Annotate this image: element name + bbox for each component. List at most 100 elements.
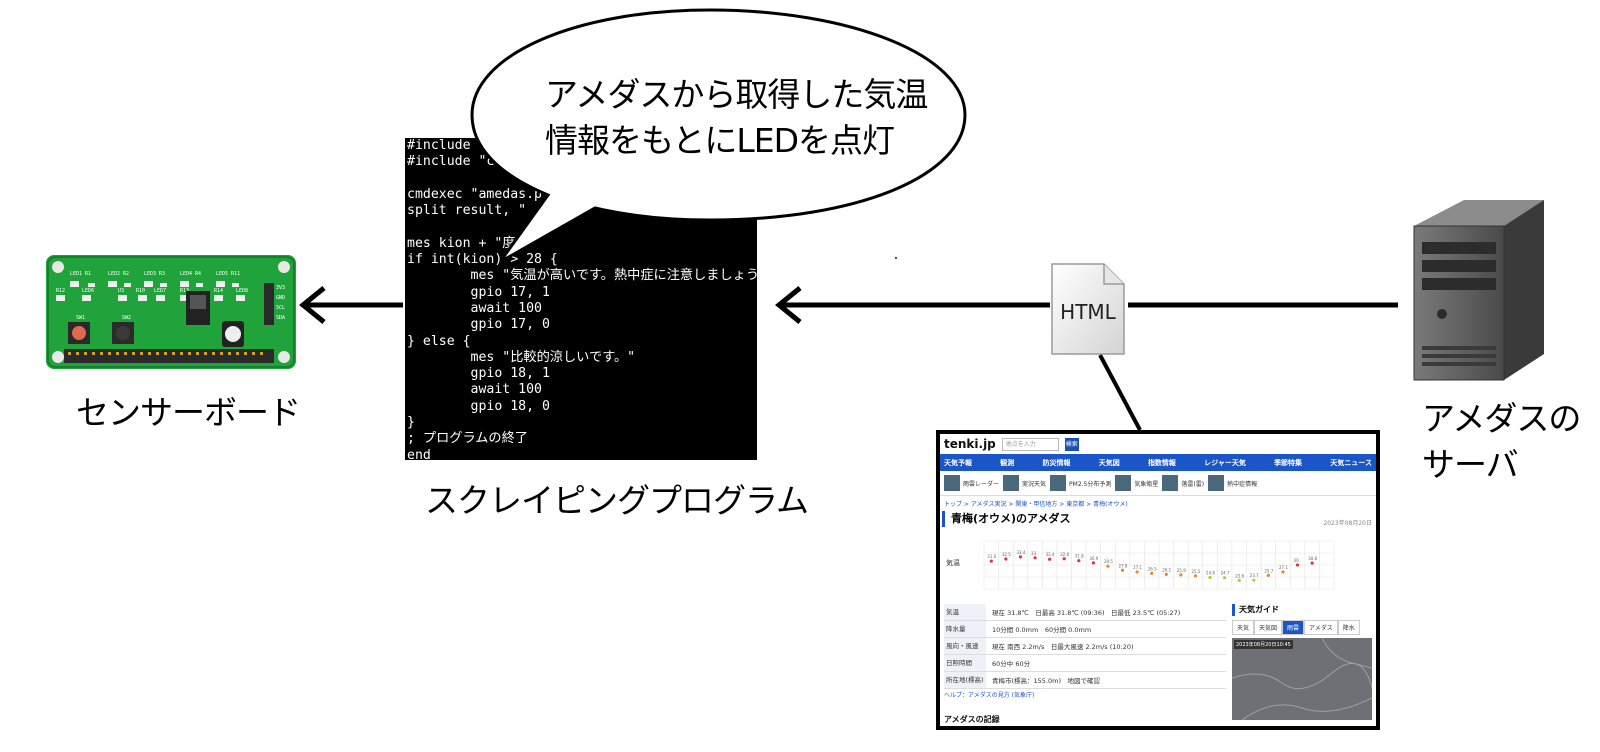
code-line: } <box>407 415 415 431</box>
html-document-label: HTML <box>1060 300 1116 324</box>
chart-data-label: 30.8 <box>1308 556 1317 561</box>
code-line: end <box>407 447 431 460</box>
website-nav-item[interactable]: 指数情報 <box>1147 458 1176 467</box>
website-nav-item[interactable]: 防災情報 <box>1042 458 1071 467</box>
website-subnav-item[interactable]: 雨雲レーダー <box>944 475 999 491</box>
website-page-title: 青梅(オウメ)のアメダス <box>942 511 1376 527</box>
amedas-website-screenshot: tenki.jp 地点を入力 検索 天気予報 観測 防災情報 天気図 指数情報 … <box>936 430 1380 730</box>
website-subnav-item[interactable]: 落雷(雷) <box>1162 475 1204 491</box>
website-nav-item[interactable]: 季節特集 <box>1274 458 1303 467</box>
chart-point <box>1135 570 1139 574</box>
guide-tab[interactable]: 天気図 <box>1254 620 1283 635</box>
website-subnav: 雨雲レーダー 実況天気 PM2.5分布予測 気象衛星 落雷(雷) 熱中症情報 <box>940 471 1376 496</box>
svg-text:LED8: LED8 <box>236 288 248 294</box>
chart-point <box>1120 568 1125 572</box>
website-subnav-item[interactable]: 実況天気 <box>1003 475 1046 491</box>
chart-data-label: 30.9 <box>1089 556 1098 561</box>
chart-data-label: 33 <box>1031 551 1037 556</box>
chart-point <box>1266 573 1270 577</box>
speech-bubble-line-2: 情報をもとにLEDを点灯 <box>545 121 895 160</box>
program-code: #include "#include "cm cmdexec "amedas.p… <box>405 138 757 460</box>
chart-axis-label: 気温 <box>946 558 960 567</box>
svg-text:LED2 R2: LED2 R2 <box>108 271 129 277</box>
amedas-server-label: アメダスの サーバ <box>1422 396 1581 488</box>
chart-data-label: 31.6 <box>987 554 996 559</box>
guide-tab[interactable]: 降水 <box>1337 620 1360 635</box>
chart-data-label: 23.7 <box>1250 573 1259 578</box>
code-line: split result, " <box>407 203 527 219</box>
code-line: ; プログラムの終了 <box>407 431 528 447</box>
sensor-board-label: センサーボード <box>76 393 301 432</box>
speech-bubble-text: アメダスから取得した気温 情報をもとにLEDを点灯 <box>545 72 945 164</box>
chart-point <box>1106 564 1110 568</box>
svg-text:LED7: LED7 <box>154 288 166 294</box>
website-rain-map[interactable]: 2023年08月20日10:45 <box>1232 638 1372 720</box>
svg-text:SW1: SW1 <box>76 315 85 321</box>
guide-tab[interactable]: アメダス <box>1304 620 1338 635</box>
chart-data-label: 25.7 <box>1264 568 1273 573</box>
website-date: 2023年08月20日 <box>1323 520 1372 527</box>
chart-point <box>1310 561 1314 565</box>
code-line: } else { <box>407 333 471 349</box>
code-line: mes "比較的涼しいです。" <box>407 349 636 365</box>
website-breadcrumb[interactable]: トップ > アメダス実況 > 関東・甲信地方 > 東京都 > 青梅(オウメ) <box>944 501 1128 508</box>
website-search-button[interactable]: 検索 <box>1064 437 1079 451</box>
chart-point <box>1091 561 1095 565</box>
chart-point <box>989 559 993 563</box>
chart-point <box>1237 578 1241 582</box>
server-icon <box>1413 200 1544 381</box>
website-weather-guide: 天気ガイド 天気 天気図 雨雲 アメダス 降水 2023年08月20日10:45 <box>1232 604 1372 720</box>
svg-text:U3: U3 <box>118 288 124 294</box>
html-to-website-line <box>1098 354 1142 431</box>
website-nav-item[interactable]: レジャー天気 <box>1204 458 1246 467</box>
svg-text:LED6: LED6 <box>82 288 94 294</box>
website-search-input[interactable]: 地点を入力 <box>1001 437 1059 451</box>
chart-data-label: 27.1 <box>1133 565 1142 570</box>
website-nav: 天気予報 観測 防災情報 天気図 指数情報 レジャー天気 季節特集 天気ニュース <box>940 454 1376 471</box>
website-help-link[interactable]: ヘルプ：アメダスの見方 (気象庁) <box>944 692 1035 699</box>
website-nav-item[interactable]: 天気予報 <box>944 458 972 467</box>
chart-point <box>1193 574 1198 578</box>
chart-point <box>1077 559 1081 563</box>
website-subnav-item[interactable]: 熱中症情報 <box>1208 475 1257 491</box>
chart-point <box>1295 563 1300 567</box>
website-subnav-item[interactable]: 気象衛星 <box>1115 475 1158 491</box>
svg-text:LED5 R11: LED5 R11 <box>216 271 240 277</box>
chart-point <box>1062 557 1066 561</box>
table-row: 気温現在 31.8℃ 日最高 31.8℃ (09:36) 日最低 23.5℃ (… <box>944 604 1226 621</box>
svg-text:LED3 R3: LED3 R3 <box>144 271 165 277</box>
map-timestamp: 2023年08月20日10:45 <box>1234 640 1293 649</box>
chart-data-label: 27.1 <box>1279 565 1288 570</box>
code-line: gpio 18, 1 <box>407 366 550 382</box>
chart-data-label: 33.4 <box>1016 550 1025 555</box>
chart-point <box>1223 576 1227 580</box>
svg-text:R12: R12 <box>56 288 65 294</box>
code-line: mes "気温が高いです。熱中症に注意しましょう <box>407 268 757 284</box>
guide-tab-active[interactable]: 雨雲 <box>1282 620 1305 635</box>
chart-data-label: 32.4 <box>1046 552 1055 557</box>
website-observation-table: 気温現在 31.8℃ 日最高 31.8℃ (09:36) 日最低 23.5℃ (… <box>944 604 1226 689</box>
chart-point <box>1004 557 1008 561</box>
chart-data-label: 32.6 <box>1060 552 1069 557</box>
chart-data-label: 26.1 <box>1162 567 1171 572</box>
table-row: 所在地(標高)青梅市(標高：155.0m) 地図で確認 <box>944 672 1226 689</box>
scraping-program-label: スクレイピングプログラム <box>425 481 809 520</box>
website-nav-item[interactable]: 天気図 <box>1098 458 1120 467</box>
guide-tab[interactable]: 天気 <box>1232 620 1255 635</box>
svg-text:LED4 R4: LED4 R4 <box>180 271 201 277</box>
svg-text:SCL: SCL <box>276 305 285 311</box>
html-document-icon <box>1051 263 1125 355</box>
speech-bubble-line-1: アメダスから取得した気温 <box>545 75 928 114</box>
chart-data-label: 24.7 <box>1221 571 1230 576</box>
svg-text:R13: R13 <box>180 288 189 294</box>
code-line: cmdexec "amedas.p <box>407 186 542 202</box>
website-nav-item[interactable]: 観測 <box>1000 458 1015 467</box>
website-nav-item[interactable]: 天気ニュース <box>1330 458 1372 467</box>
website-subnav-item[interactable]: PM2.5分布予測 <box>1050 475 1111 491</box>
svg-text:R14: R14 <box>214 288 223 294</box>
